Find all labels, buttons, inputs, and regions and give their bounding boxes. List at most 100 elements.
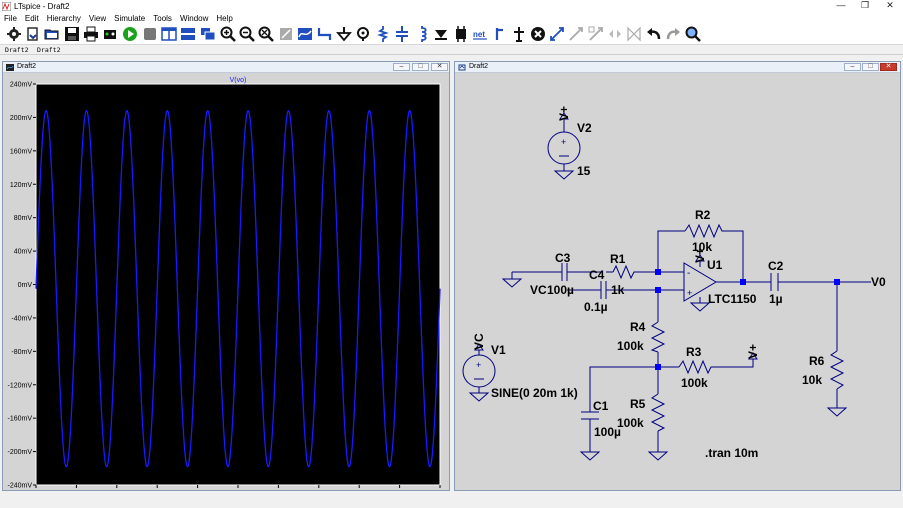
capacitor-c1[interactable] [581, 411, 599, 420]
trace-label[interactable]: V(vo) [230, 77, 247, 84]
new-schematic-icon[interactable] [6, 26, 22, 42]
tab-draft2-plot[interactable]: Draft2 [2, 46, 31, 55]
spice-directive-tran[interactable]: .tran 10m [705, 446, 758, 460]
minimize-button[interactable]: — [836, 0, 846, 10]
wire-icon[interactable] [317, 26, 333, 42]
resistor-r2[interactable] [684, 223, 725, 239]
voltage-source-v1[interactable]: + [462, 354, 496, 388]
label-v1-value: SINE(0 20m 1k) [491, 386, 578, 400]
autorange-icon[interactable] [297, 26, 313, 42]
tab-draft2-schematic[interactable]: Draft2 [34, 46, 63, 55]
capacitor-c4[interactable] [567, 281, 629, 299]
pane-minimize-button[interactable]: – [844, 63, 861, 71]
inductor-icon[interactable] [414, 26, 430, 42]
resistor-r1[interactable] [612, 264, 637, 280]
label-c2: C2 [768, 259, 784, 273]
menu-view[interactable]: View [88, 13, 107, 23]
label-v2-value: 15 [577, 164, 591, 178]
label-u1: U1 [707, 258, 723, 272]
resistor-r3[interactable] [678, 359, 713, 375]
paste-icon[interactable] [588, 26, 604, 42]
junction-dot [655, 364, 661, 370]
schematic-window-titlebar[interactable]: Draft2 – □ ✕ [455, 62, 900, 73]
junction-dot [655, 269, 661, 275]
document-tabs: Draft2 Draft2 [0, 45, 903, 55]
open-file-icon[interactable] [25, 26, 41, 42]
resistor-icon[interactable] [375, 26, 391, 42]
rotate-icon[interactable] [626, 26, 642, 42]
tile-vertical-icon[interactable] [161, 26, 177, 42]
waveform-window-titlebar[interactable]: Draft2 – □ ✕ [3, 62, 449, 73]
junction-dot [655, 287, 661, 293]
schematic-canvas[interactable]: + + - + [455, 73, 900, 490]
menu-help[interactable]: Help [216, 13, 233, 23]
opamp-u1[interactable]: - + [683, 262, 717, 302]
capacitor-c3[interactable] [561, 263, 568, 281]
resistor-r6[interactable] [829, 350, 845, 390]
capacitor-icon[interactable] [394, 26, 410, 42]
menu-simulate[interactable]: Simulate [114, 13, 146, 23]
label-v2: V2 [577, 121, 592, 135]
tile-horizontal-icon[interactable] [180, 26, 196, 42]
label-r3: R3 [686, 345, 702, 359]
save-icon[interactable] [64, 26, 80, 42]
component-icon[interactable] [453, 26, 469, 42]
menu-tools[interactable]: Tools [153, 13, 172, 23]
label-r4-value: 100k [617, 339, 644, 353]
series-line-vo[interactable] [35, 110, 441, 468]
wire [725, 230, 744, 282]
open-folder-icon[interactable] [44, 26, 60, 42]
zoom-out-icon[interactable] [239, 26, 255, 42]
menu-window[interactable]: Window [179, 13, 209, 23]
ground-icon[interactable] [336, 26, 352, 42]
mirror-icon[interactable] [607, 26, 623, 42]
zoom-in-icon[interactable] [220, 26, 236, 42]
voltage-source-v2[interactable]: + [547, 131, 581, 165]
menu-edit[interactable]: Edit [24, 13, 39, 23]
svg-text:+: + [561, 137, 566, 147]
waveform-plot[interactable]: 240mV200mV160mV120mV80mV40mV0mV-40mV-80m… [3, 73, 449, 490]
close-button[interactable]: ✕ [886, 0, 894, 10]
pane-restore-button[interactable]: □ [412, 63, 429, 71]
redo-icon[interactable] [665, 26, 681, 42]
pane-close-button[interactable]: ✕ [880, 63, 897, 71]
run-icon[interactable] [122, 26, 138, 42]
label-r6: R6 [809, 354, 825, 368]
diode-icon[interactable] [433, 26, 449, 42]
print-icon[interactable] [83, 26, 99, 42]
label-u1-model: LTC1150 [708, 292, 757, 306]
svg-text:-: - [687, 268, 690, 279]
control-panel-icon[interactable] [102, 26, 118, 42]
ground-icon [468, 392, 490, 402]
menu-bar: File Edit Hierarchy View Simulate Tools … [0, 12, 903, 24]
cascade-icon[interactable] [200, 26, 216, 42]
pane-close-button[interactable]: ✕ [431, 63, 448, 71]
capacitor-c2[interactable] [770, 273, 779, 291]
schematic-window[interactable]: Draft2 – □ ✕ [454, 61, 901, 491]
undo-icon[interactable] [646, 26, 662, 42]
drag-icon[interactable] [549, 26, 565, 42]
svg-text:net: net [473, 30, 485, 39]
menu-file[interactable]: File [4, 13, 17, 23]
resistor-r4[interactable] [650, 321, 666, 353]
copy-icon[interactable] [568, 26, 584, 42]
zoom-fit-icon[interactable] [258, 26, 274, 42]
halt-icon[interactable] [142, 26, 158, 42]
label-u1-vplus: V+ [693, 248, 707, 263]
menu-hierarchy[interactable]: Hierarchy [46, 13, 81, 23]
label-c3: C3 [555, 251, 571, 265]
resistor-r5[interactable] [650, 393, 666, 432]
text-icon[interactable] [492, 26, 508, 42]
zoom-full-icon[interactable] [278, 26, 294, 42]
find-icon[interactable] [685, 26, 701, 42]
move-icon[interactable] [511, 26, 527, 42]
label-r3-vplus: V+ [746, 344, 760, 359]
flag-triangle [695, 254, 705, 262]
pane-restore-button[interactable]: □ [862, 63, 879, 71]
maximize-button[interactable]: ❐ [860, 0, 870, 10]
spice-directive-icon[interactable]: net [472, 26, 488, 42]
label-icon[interactable] [355, 26, 371, 42]
pane-minimize-button[interactable]: – [393, 63, 410, 71]
delete-icon[interactable] [530, 26, 546, 42]
